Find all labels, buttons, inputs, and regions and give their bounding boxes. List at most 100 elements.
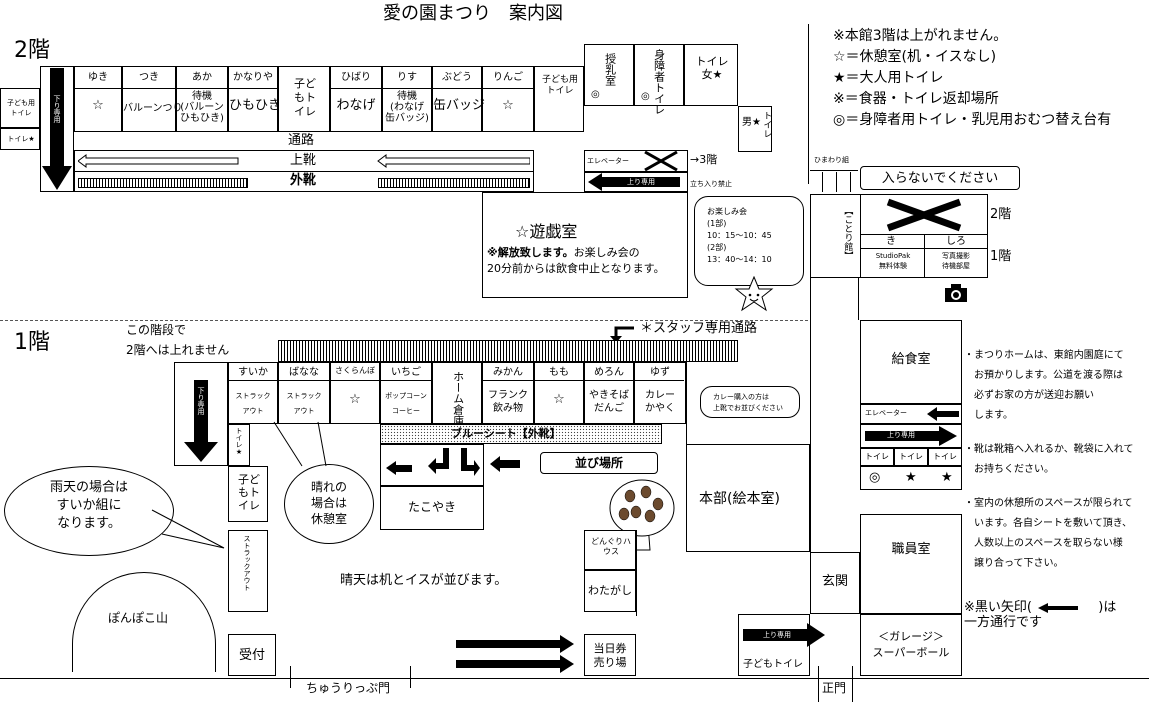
left-arrow-icon (1038, 602, 1079, 613)
room-content: ☆ (92, 98, 104, 113)
f2-room: ゆき ☆ (74, 66, 122, 132)
kotori-2f: 2階 (990, 207, 1012, 222)
smiling-star-icon (734, 276, 774, 312)
room-content: 缶バッジ (433, 98, 486, 113)
f1-elevator: エレベーター (860, 404, 962, 424)
f2-room: ぶどう缶バッジ (432, 66, 486, 132)
room-content: ストラック アウト (286, 392, 322, 415)
room-name: いちご (391, 367, 421, 378)
watagashi-stall: わたがし (584, 570, 636, 612)
f1-down-stair: 下り専用 (174, 362, 228, 466)
close-icon (644, 151, 678, 171)
legend-item: ◎＝身障者用トイレ・乳児用おむつ替え台有 (833, 112, 1112, 128)
f2-kids-toilet-right: 子ども用トイレ (534, 66, 584, 132)
f1-toilet-c: トイレ (928, 448, 962, 466)
f1-kids-toilet-2: 上り専用 子どもトイレ (738, 614, 825, 676)
f2-corridor: 通路 (288, 133, 315, 148)
tables-note: 晴天は机とイスが並びます。 (340, 573, 508, 588)
f2-up-only-stair: 上り専用 (584, 172, 688, 192)
staff-passage (278, 340, 738, 362)
kotori-name: 【ことり館】 (842, 206, 853, 260)
f1-struck-out: ストラックアウト (228, 530, 268, 612)
room-content: バルーンつり (123, 103, 183, 114)
room-content: ストラック アウト (235, 392, 271, 415)
f2-room: つきバルーンつり (122, 66, 183, 132)
sunny-note-bubble: 晴れの 場合は 休憩室 (284, 464, 374, 544)
do-not-enter-sign: 入らないでください (860, 166, 1020, 190)
kitchen: 給食室 (860, 320, 962, 404)
arrow-note: ※黒い矢印( )は (964, 600, 1117, 615)
room-name: ゆず (650, 367, 670, 378)
f2-indoor-shoes: 上靴 (290, 153, 317, 168)
room-content: 待機 (バルーン ひもひき) (180, 91, 224, 124)
room-name: りす (397, 72, 417, 83)
hq-room: 本部(絵本室) (686, 444, 810, 552)
f2-room: ひばりわなげ (330, 66, 382, 132)
down-arrow-icon (184, 380, 218, 462)
room-content: やきそば だんご (589, 390, 629, 414)
f1-room: いちごポップコーン コーヒー (380, 362, 432, 424)
down-arrow-icon (42, 68, 72, 190)
f2-accessible-toilet: 身障者トイレ ◎ (634, 44, 684, 115)
room-name: あか (192, 72, 212, 83)
f2-toilet-star: トイレ★ (0, 128, 40, 150)
room-name: すいか (238, 367, 268, 378)
stair-note-1: この階段で (126, 323, 187, 337)
ticket-booth: 当日券 売り場 (584, 634, 636, 676)
f2-nursing-room: 授乳室 ◎ (584, 44, 634, 106)
legend-item: ★＝大人用トイレ (833, 70, 944, 86)
f2-outdoor-shoes: 外靴 (290, 173, 317, 188)
f1-up-only-stair: 上り専用 (860, 424, 962, 448)
f2-no-entry: 立ち入り禁止 (690, 180, 732, 188)
room-name: もも (549, 367, 569, 378)
fun-event-bubble: お楽しみ会 (1部) 10：15〜10：45 (2部) 13：40〜14：10 (694, 196, 804, 286)
f2-kids-toilet-left: 子ども用 トイレ (0, 88, 40, 128)
camera-icon (945, 284, 967, 302)
legend-item: ※本館3階は上がれません。 (833, 28, 1008, 44)
kotori-1f: 1階 (990, 249, 1012, 264)
room-name: めろん (594, 367, 624, 378)
right-arrows-icon (456, 635, 574, 673)
room-content: フランク 飲み物 (488, 390, 528, 414)
room-name: ぶどう (442, 72, 472, 83)
play-room: ☆遊戯室 ※解放致します。お楽しみ会の 20分前からは飲食中止となります。 (482, 192, 688, 298)
room-name: さくらんぼ (335, 366, 375, 375)
room-shiro: しろ (946, 236, 966, 247)
f1-room: さくらんぼ☆ (330, 362, 380, 424)
room-content: 待機 (わなげ 缶バッジ) (385, 91, 429, 124)
f2-elevator: エレベーター (584, 150, 688, 172)
f2-kids-toilet-mid: 子どもトイレ (278, 66, 330, 132)
double-arrow-icon (78, 154, 530, 168)
room-content: わなげ (336, 98, 376, 113)
reception: 受付 (228, 634, 276, 676)
stair-note-2: 2階へは上れません (126, 343, 230, 357)
room-name: ひばり (341, 72, 371, 83)
chuurippu-gate: ちゅうりっぷ門 (306, 681, 391, 695)
staff-passage-label: ＊スタッフ専用通路 (640, 321, 758, 336)
f1-toilet-a: トイレ (860, 448, 894, 466)
floor-1-label: 1階 (14, 330, 50, 355)
room-name: ゆき (88, 72, 108, 83)
turn-arrow-icon (610, 326, 634, 343)
tree-icon (609, 479, 675, 551)
f2-men-toilet: 男★ トイレ (738, 106, 772, 152)
f2-room: りんご☆ (482, 66, 534, 132)
legend-item: ☆＝休憩室(机・イスなし) (833, 49, 997, 65)
f2-women-toilet: トイレ女★ (684, 44, 738, 106)
notes: ・まつりホームは、東館内園庭にて お預かりします。公道を渡る際は 必ずお家の方が… (964, 350, 1134, 569)
himawari-label: ひまわり組 (814, 156, 849, 164)
right-arrow-icon (743, 623, 825, 647)
f1-kids-toilet: 子どもトイレ (228, 466, 268, 522)
room-content: ひもひき (229, 98, 282, 113)
room-content: カレー かやく (645, 390, 675, 414)
one-way-arrows-icon (386, 448, 480, 476)
legend-item: ※＝食器・トイレ返却場所 (833, 91, 999, 107)
blue-sheet-area: ブルーシート【外靴】 (380, 424, 662, 444)
room-content: ☆ (553, 392, 565, 407)
left-arrow-icon (490, 456, 520, 472)
page-title: 愛の園まつり 案内図 (383, 3, 563, 24)
left-arrow-icon (927, 407, 959, 421)
left-arrow-icon (588, 173, 680, 191)
f1-room: すいかストラック アウト (228, 362, 278, 424)
line-place-sign: 並び場所 (540, 452, 658, 474)
